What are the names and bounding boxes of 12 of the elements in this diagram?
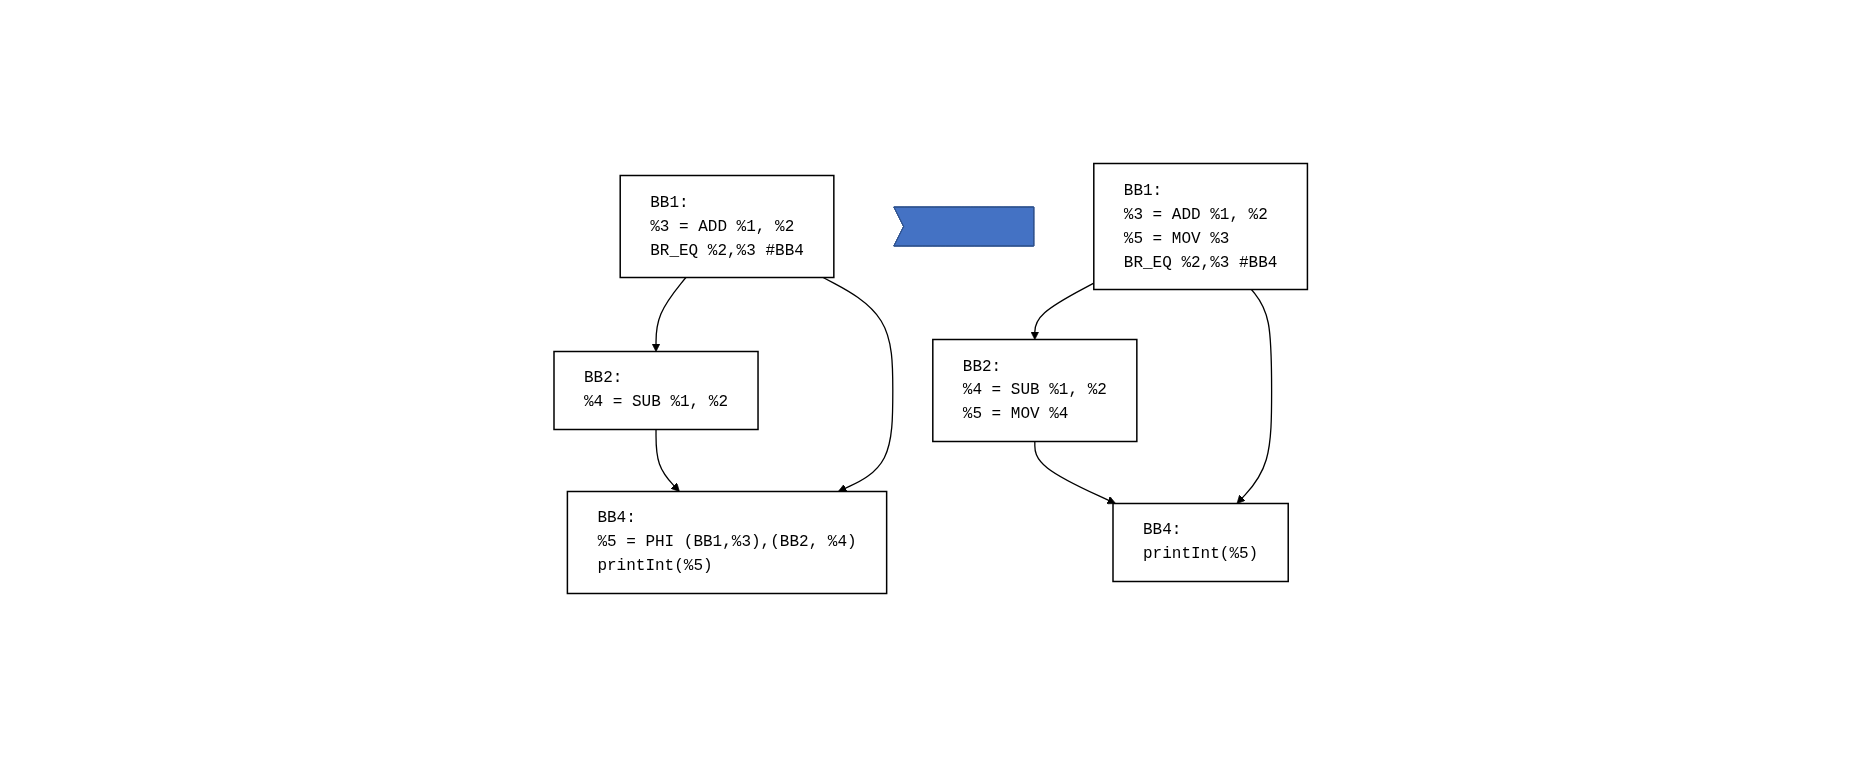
node-box: BB4: printInt(%5): [1112, 502, 1290, 583]
node-box: BB2: %4 = SUB %1, %2 %5 = MOV %4: [932, 338, 1138, 443]
node-box: BB2: %4 = SUB %1, %2: [553, 350, 760, 431]
arrow: [822, 276, 894, 493]
node-box: BB4: %5 = PHI (BB1,%3),(BB2, %4) printInt(%5): [566, 490, 888, 595]
arrow: [655, 428, 681, 492]
arrow: [1236, 288, 1273, 504]
arrow: [1034, 440, 1117, 505]
node-box: BB1: %3 = ADD %1, %2 %5 = MOV %3 BR_EQ %2,%3 #BB4: [1093, 162, 1309, 291]
node-box: BB1: %3 = ADD %1, %2 BR_EQ %2,%3 #BB4: [619, 174, 835, 279]
arrow: [1030, 282, 1095, 340]
arrow: [651, 276, 687, 352]
